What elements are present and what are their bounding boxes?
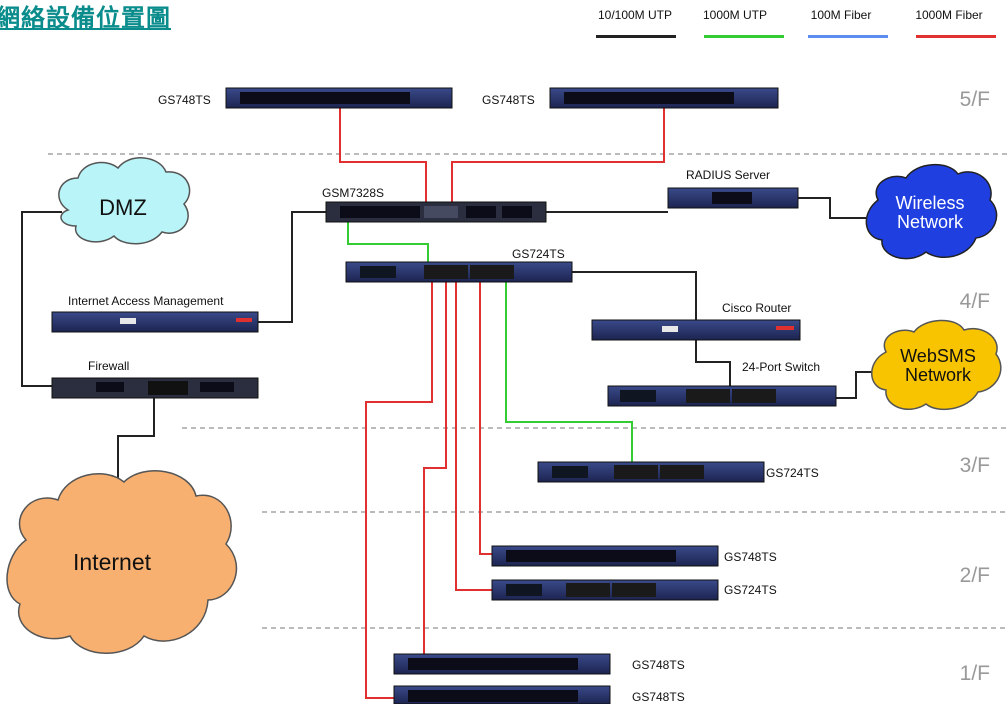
utp-100-links bbox=[21, 197, 880, 486]
switch-websms-link bbox=[836, 371, 880, 399]
firewall-internet-link bbox=[117, 392, 155, 486]
legend-label-utp1000: 1000M UTP bbox=[702, 8, 768, 22]
floor-label-1f: 1/F bbox=[959, 662, 990, 685]
wireless-label: Wireless Network bbox=[895, 193, 965, 232]
core-gs724-green bbox=[347, 222, 429, 268]
gs748-5b-label: GS748TS bbox=[482, 93, 535, 107]
cisco-body bbox=[591, 319, 801, 341]
cisco-label: Cisco Router bbox=[722, 301, 792, 315]
internet-label: Internet bbox=[73, 549, 151, 575]
websms-label: WebSMS Network bbox=[900, 346, 976, 385]
iam-core-link bbox=[258, 211, 326, 323]
gs724-4f-label: GS724TS bbox=[512, 247, 565, 261]
legend-swatch-fiber1000 bbox=[916, 35, 996, 38]
utp-1000-links bbox=[347, 222, 633, 468]
radius-wireless-link bbox=[798, 197, 866, 219]
floor-label-2f: 2/F bbox=[959, 564, 990, 587]
legend-label-utp100: 10/100M UTP bbox=[597, 8, 673, 22]
gs748-5a-label: GS748TS bbox=[158, 93, 211, 107]
gs724-3f-label: GS724TS bbox=[766, 466, 819, 480]
cisco-switch-link bbox=[695, 340, 731, 386]
gs724-2f-gs748-fiber bbox=[479, 276, 492, 555]
switch24-label: 24-Port Switch bbox=[742, 360, 821, 374]
gs724-2f-gs724-fiber bbox=[455, 276, 492, 591]
websms-cloud-shape bbox=[871, 319, 1002, 411]
gs748-1fb-label: GS748TS bbox=[632, 690, 685, 704]
5f-a-fiber bbox=[339, 108, 427, 212]
device-bodies bbox=[51, 87, 837, 704]
dmz-cloud-shape bbox=[58, 157, 191, 245]
radius-label: RADIUS Server bbox=[686, 168, 771, 182]
dmz-label: DMZ bbox=[99, 195, 147, 220]
wireless-cloud-shape bbox=[865, 163, 998, 260]
gs748-2f-label: GS748TS bbox=[724, 550, 777, 564]
legend-label-fiber100: 100M Fiber bbox=[810, 8, 872, 22]
fiber-1000-links bbox=[339, 108, 665, 699]
iam-label: Internet Access Management bbox=[68, 294, 224, 308]
legend-swatch-fiber100 bbox=[808, 35, 888, 38]
legend-swatch-utp1000 bbox=[704, 35, 784, 38]
5f-b-fiber bbox=[451, 108, 665, 212]
gsm7328-label: GSM7328S bbox=[322, 186, 385, 200]
legend-swatch-utp100 bbox=[596, 35, 676, 38]
gs724-2f-label: GS724TS bbox=[724, 583, 777, 597]
floor-label-4f: 4/F bbox=[959, 290, 990, 313]
gs724-1f-b-fiber bbox=[365, 276, 433, 699]
gs724-cisco-link bbox=[572, 271, 697, 322]
legend-label-fiber1000: 1000M Fiber bbox=[915, 8, 983, 22]
iam-body bbox=[51, 311, 259, 333]
firewall-label: Firewall bbox=[88, 359, 130, 373]
gs724-1f-a-fiber bbox=[423, 276, 447, 664]
dmz-firewall-link bbox=[21, 211, 62, 387]
gs724-3f-green bbox=[505, 280, 633, 468]
internet-cloud-shape bbox=[6, 470, 238, 654]
floor-label-5f: 5/F bbox=[959, 88, 990, 111]
page-title: 網絡設備位置圖 bbox=[0, 4, 171, 32]
floor-label-3f: 3/F bbox=[959, 454, 990, 477]
gs748-1fa-label: GS748TS bbox=[632, 658, 685, 672]
floor-separators bbox=[48, 153, 1008, 629]
